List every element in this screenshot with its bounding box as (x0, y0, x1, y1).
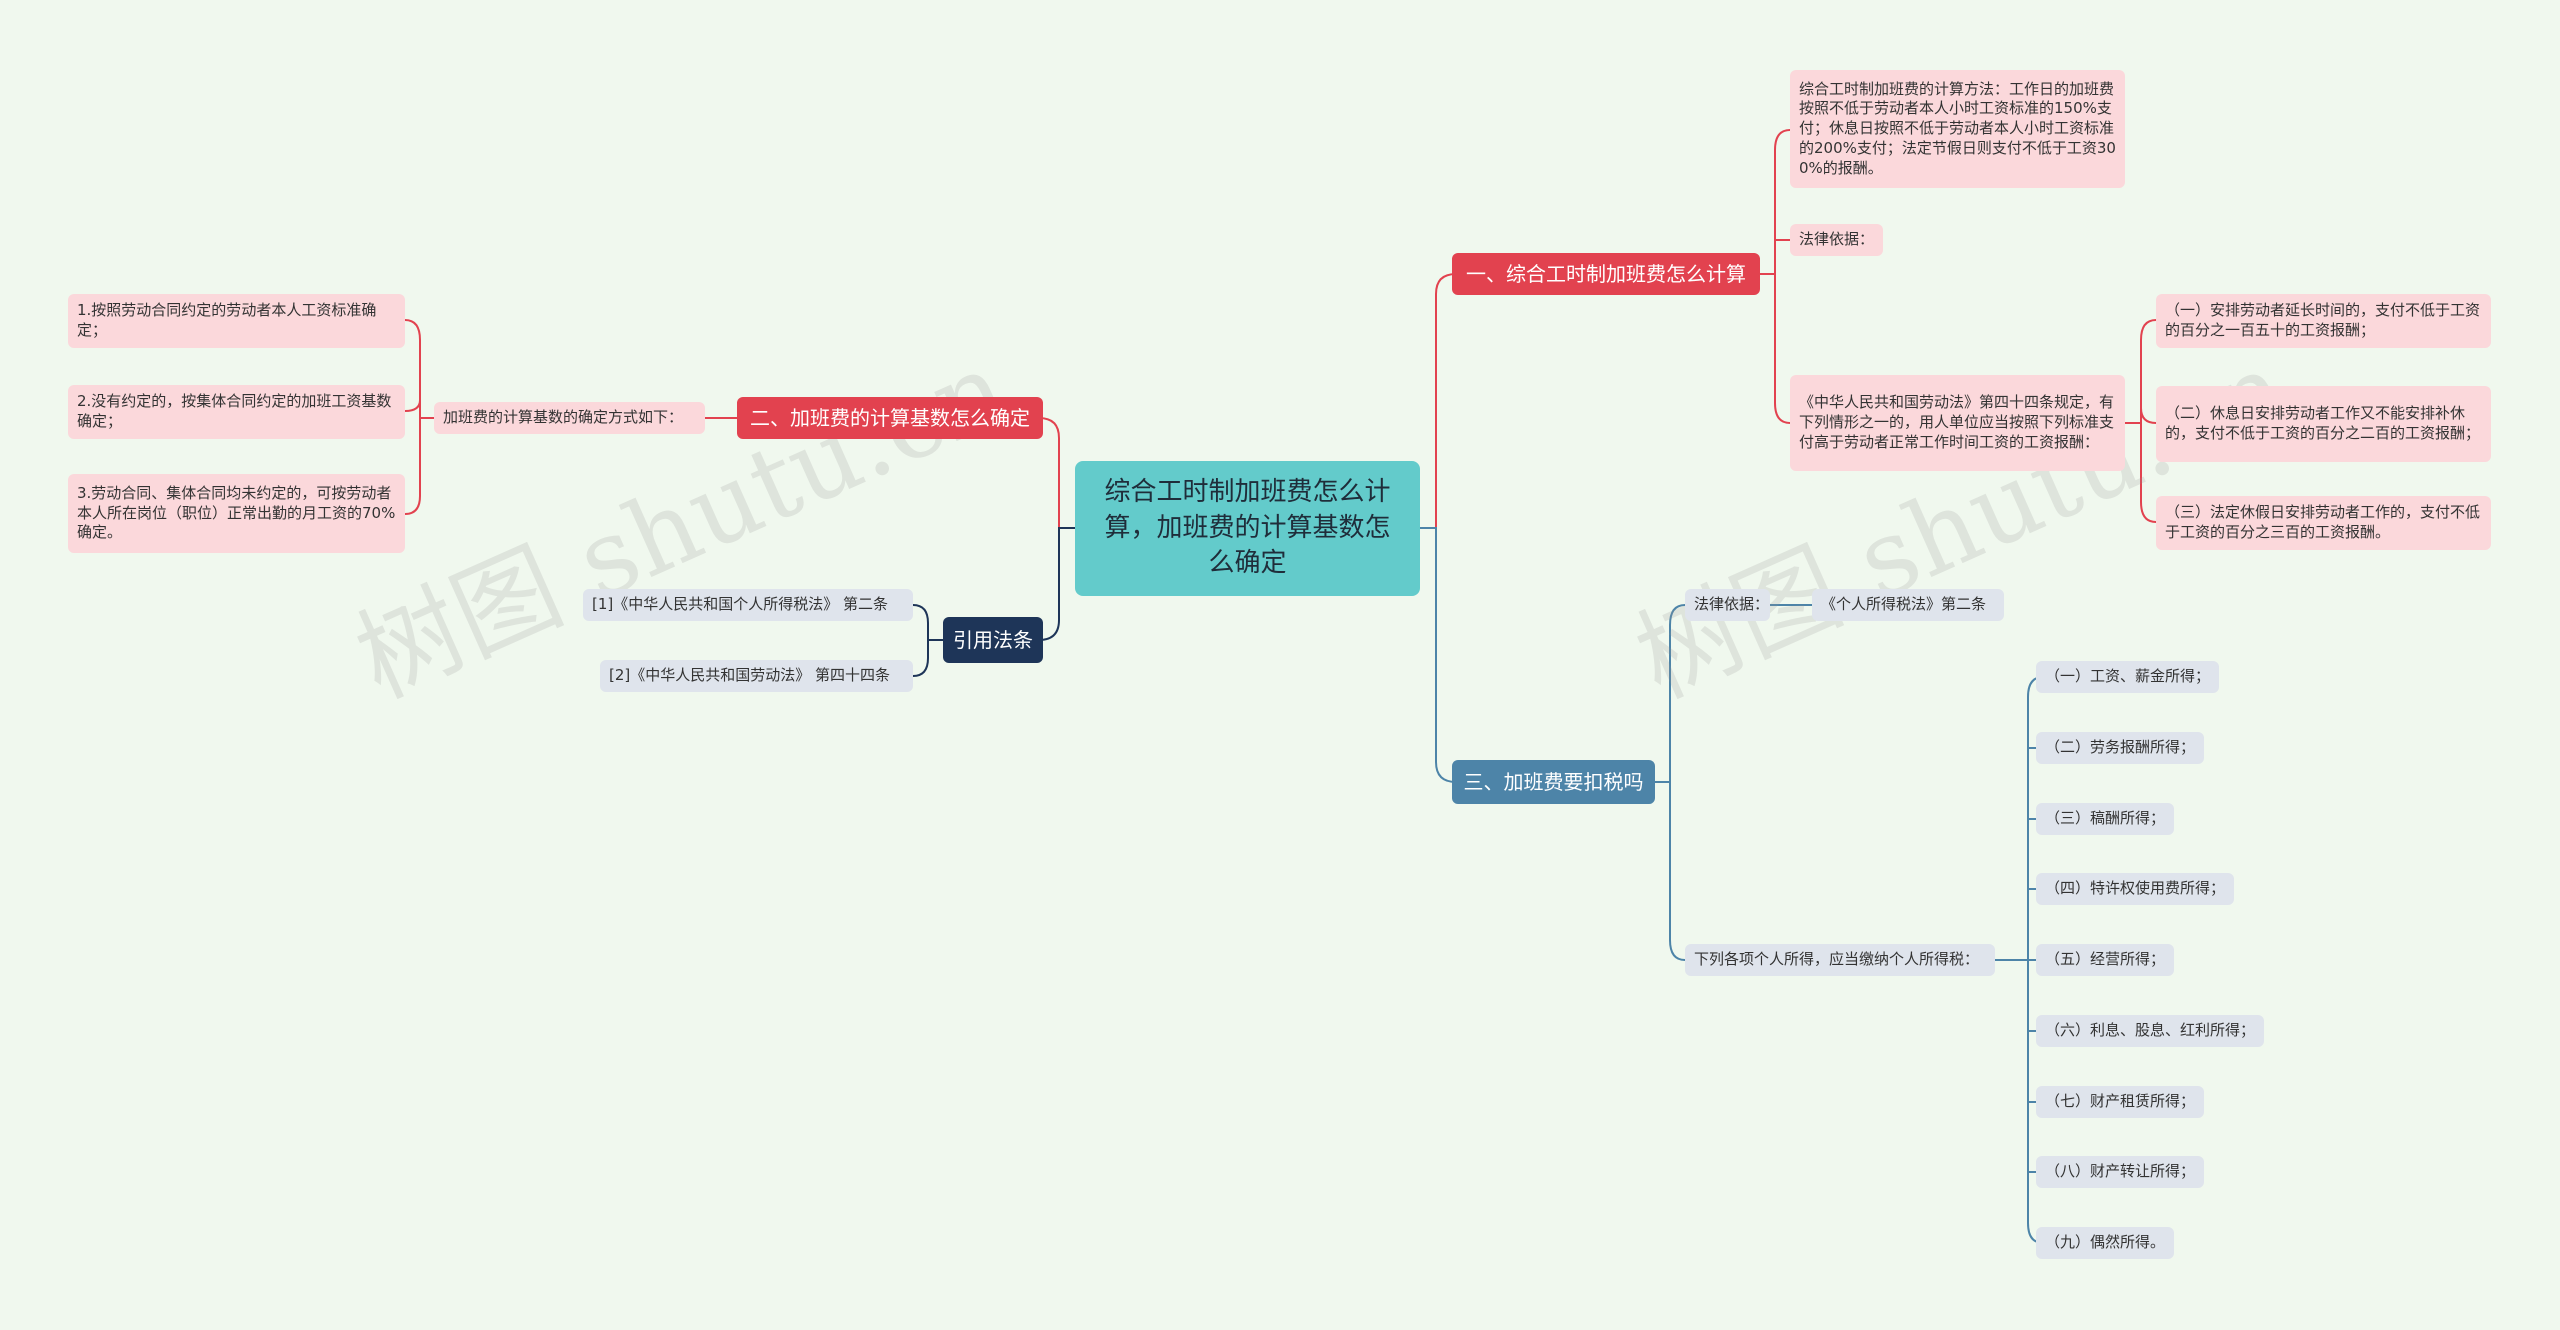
overtime-rate-item-1[interactable]: （一）安排劳动者延长时间的，支付不低于工资的百分之一百五十的工资报酬； (2156, 294, 2491, 348)
legal-basis-text: 法律依据： (1799, 230, 1875, 249)
income-item-6[interactable]: （六）利息、股息、红利所得； (2036, 1015, 2265, 1047)
income-item-7[interactable]: （七）财产租赁所得； (2036, 1086, 2205, 1118)
tax-legal-basis-text: 法律依据： (1694, 595, 1770, 614)
income-tax-law-article-2-text: 《个人所得税法》第二条 (1821, 595, 1987, 614)
cited-law-1-text: [1]《中华人民共和国个人所得税法》 第二条 (592, 595, 889, 614)
income-item-2[interactable]: （二）劳务报酬所得； (2036, 732, 2205, 764)
link-refs-items (912, 604, 943, 677)
income-item-9[interactable]: （九）偶然所得。 (2036, 1227, 2175, 1259)
income-item-3[interactable]: （三）稿酬所得； (2036, 803, 2175, 835)
tax-legal-basis-label[interactable]: 法律依据： (1685, 589, 1770, 621)
cited-law-2-text: [2]《中华人民共和国劳动法》 第四十四条 (609, 666, 891, 685)
income-tax-law-article-2[interactable]: 《个人所得税法》第二条 (1812, 589, 2004, 621)
calculation-method-note[interactable]: 综合工时制加班费的计算方法：工作日的加班费按照不低于劳动者本人小时工资标准的15… (1790, 70, 2125, 188)
overtime-rate-item-2[interactable]: （二）休息日安排劳动者工作又不能安排补休的，支付不低于工资的百分之二百的工资报酬… (2156, 386, 2491, 462)
overtime-rate-item-1-text: （一）安排劳动者延长时间的，支付不低于工资的百分之一百五十的工资报酬； (2165, 301, 2481, 339)
branch-overtime-base[interactable]: 二、加班费的计算基数怎么确定 (737, 397, 1043, 439)
income-item-3-text: （三）稿酬所得； (2045, 809, 2166, 828)
labor-law-article-44[interactable]: 《中华人民共和国劳动法》第四十四条规定，有下列情形之一的，用人单位应当按照下列标… (1790, 375, 2125, 471)
income-item-9-text: （九）偶然所得。 (2045, 1233, 2166, 1252)
branch-overtime-base-label: 二、加班费的计算基数怎么确定 (750, 405, 1030, 430)
base-method-item-1[interactable]: 1.按照劳动合同约定的劳动者本人工资标准确定； (68, 294, 405, 348)
branch-overtime-tax-label: 三、加班费要扣税吗 (1463, 769, 1644, 794)
income-item-2-text: （二）劳务报酬所得； (2045, 738, 2196, 757)
income-item-5-text: （五）经营所得； (2045, 950, 2166, 969)
base-method-item-2-text: 2.没有约定的，按集体合同约定的加班工资基数确定； (77, 392, 392, 430)
base-determination-text: 加班费的计算基数的确定方式如下： (443, 408, 684, 427)
income-item-8-text: （八）财产转让所得； (2045, 1162, 2196, 1181)
link-b3-children (1655, 604, 1686, 961)
income-item-6-text: （六）利息、股息、红利所得； (2045, 1021, 2256, 1040)
income-item-7-text: （七）财产租赁所得； (2045, 1092, 2196, 1111)
labor-law-article-44-text: 《中华人民共和国劳动法》第四十四条规定，有下列情形之一的，用人单位应当按照下列标… (1799, 393, 2115, 451)
cited-law-2[interactable]: [2]《中华人民共和国劳动法》 第四十四条 (600, 660, 913, 692)
link-root-branch2 (1038, 417, 1075, 529)
link-root-refs (1038, 527, 1075, 641)
base-method-item-2[interactable]: 2.没有约定的，按集体合同约定的加班工资基数确定； (68, 385, 405, 439)
overtime-rate-item-3-text: （三）法定休假日安排劳动者工作的，支付不低于工资的百分之三百的工资报酬。 (2165, 503, 2481, 541)
root-topic-label: 综合工时制加班费怎么计算，加班费的计算基数怎么确定 (1104, 476, 1391, 579)
branch-cited-laws[interactable]: 引用法条 (943, 617, 1043, 663)
income-item-8[interactable]: （八）财产转让所得； (2036, 1156, 2205, 1188)
branch-overtime-tax[interactable]: 三、加班费要扣税吗 (1452, 760, 1655, 804)
link-sub-items (404, 319, 434, 515)
cited-law-1[interactable]: [1]《中华人民共和国个人所得税法》 第二条 (583, 589, 913, 621)
income-item-5[interactable]: （五）经营所得； (2036, 944, 2175, 976)
branch-overtime-calculation[interactable]: 一、综合工时制加班费怎么计算 (1452, 253, 1760, 295)
income-item-1[interactable]: （一）工资、薪金所得； (2036, 661, 2220, 693)
legal-basis-label[interactable]: 法律依据： (1790, 224, 1884, 256)
taxable-income-label[interactable]: 下列各项个人所得，应当缴纳个人所得税： (1685, 944, 1995, 976)
taxable-income-text: 下列各项个人所得，应当缴纳个人所得税： (1694, 950, 1980, 969)
calculation-method-text: 综合工时制加班费的计算方法：工作日的加班费按照不低于劳动者本人小时工资标准的15… (1799, 79, 2116, 177)
link-b1-children (1760, 129, 1791, 424)
branch-cited-laws-label: 引用法条 (953, 627, 1033, 652)
base-method-item-3-text: 3.劳动合同、集体合同均未约定的，可按劳动者本人所在岗位（职位）正常出勤的月工资… (77, 483, 396, 542)
link-root-branch3 (1420, 527, 1457, 783)
base-method-item-1-text: 1.按照劳动合同约定的劳动者本人工资标准确定； (77, 301, 377, 339)
link-income-items (1995, 676, 2044, 1244)
branch-overtime-calculation-label: 一、综合工时制加班费怎么计算 (1466, 261, 1746, 286)
overtime-rate-item-2-text: （二）休息日安排劳动者工作又不能安排补休的，支付不低于工资的百分之二百的工资报酬… (2165, 404, 2481, 442)
base-determination-note[interactable]: 加班费的计算基数的确定方式如下： (434, 402, 705, 434)
link-law-items (2125, 319, 2157, 523)
income-item-4-text: （四）特许权使用费所得； (2045, 879, 2226, 898)
income-item-4[interactable]: （四）特许权使用费所得； (2036, 873, 2235, 905)
root-topic[interactable]: 综合工时制加班费怎么计算，加班费的计算基数怎么确定 (1075, 461, 1420, 596)
link-root-branch1 (1420, 273, 1457, 529)
income-item-1-text: （一）工资、薪金所得； (2045, 667, 2211, 686)
base-method-item-3[interactable]: 3.劳动合同、集体合同均未约定的，可按劳动者本人所在岗位（职位）正常出勤的月工资… (68, 474, 405, 553)
overtime-rate-item-3[interactable]: （三）法定休假日安排劳动者工作的，支付不低于工资的百分之三百的工资报酬。 (2156, 496, 2491, 550)
